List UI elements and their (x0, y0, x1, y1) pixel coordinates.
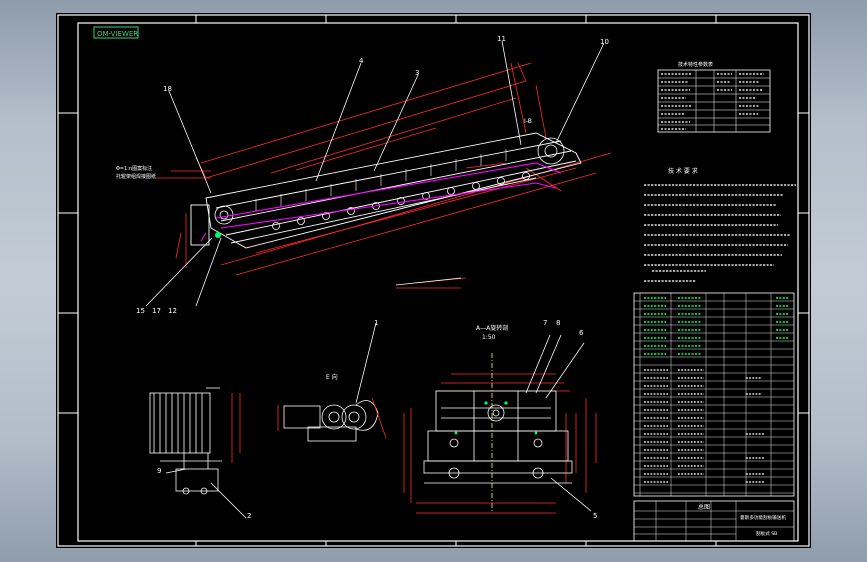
balloon-3: 3 (415, 69, 419, 77)
drawing-tag-box (93, 26, 139, 39)
balloon-1: 1 (374, 319, 378, 327)
drawing-tag: OM-VIEWER (97, 30, 138, 38)
technical-requirements: 技 术 要 求 (644, 167, 796, 282)
drawing-sheet: OM-VIEWER (56, 13, 811, 548)
inner-frame (77, 22, 799, 542)
zone-ticks (58, 15, 809, 546)
balloon-2: 2 (247, 512, 251, 520)
balloon-10: 9 (157, 467, 161, 475)
parts-list (633, 292, 795, 497)
left-note-1: Φ=1:n图案标注 (116, 165, 152, 172)
outer-frame (57, 14, 810, 547)
section-a-view: A—A旋转剖 1:50 (403, 324, 597, 514)
balloon-8: 8 (556, 319, 560, 327)
balloon-7: 7 (543, 319, 547, 327)
balloon-labels: 18 4 3 11 10 1 2 9 7 8 6 5 15 17 12 (136, 35, 609, 520)
tech-req-title: 技 术 要 求 (668, 167, 698, 175)
left-note-2: 托辊架组焊接图纸 (116, 173, 156, 180)
title-block: 总图 曼斯多功能刮板输送机 刮板式 SB (633, 500, 795, 542)
balloon-11: 10 (600, 38, 609, 46)
balloon-9: 5 (593, 512, 597, 520)
drawing-canvas[interactable]: OM-VIEWER (56, 13, 811, 548)
balloon-12: 11 (497, 35, 506, 43)
main-conveyor-view (145, 40, 612, 307)
tech-parameter-table: 技术特性参数表 (657, 61, 771, 133)
balloon-15: 12 (168, 307, 177, 315)
view-b-label: I-B (524, 118, 532, 125)
balloon-18: 15 (136, 307, 145, 315)
balloon-17: 17 (152, 307, 161, 315)
balloon-6: 6 (579, 329, 584, 337)
title-block-product: 曼斯多功能刮板输送机 (740, 514, 786, 521)
title-block-sub: 刮板式 SB (756, 530, 777, 537)
balloon-5: 18 (163, 85, 172, 93)
section-scale: 1:50 (482, 334, 496, 341)
balloon-4: 4 (359, 57, 364, 65)
section-title: A—A旋转剖 (476, 324, 508, 332)
title-block-name: 总图 (698, 503, 710, 511)
side-view (149, 387, 247, 519)
view-e-label: E 向 (326, 373, 338, 381)
drive-e-view: E 向 (277, 322, 387, 442)
tech-table-title: 技术特性参数表 (678, 61, 713, 68)
